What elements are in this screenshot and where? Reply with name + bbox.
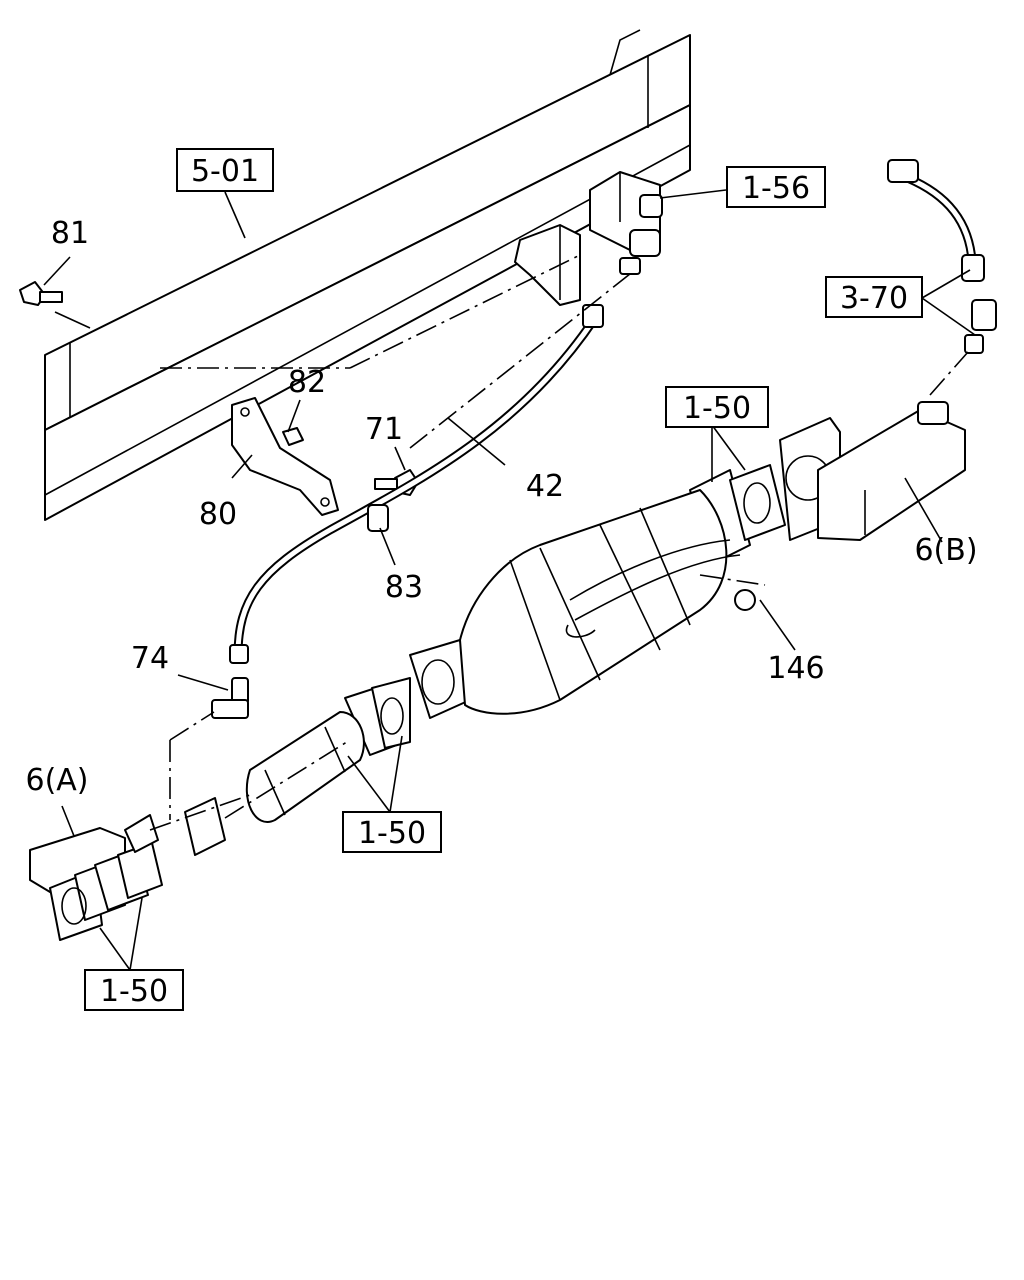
bolt-81 xyxy=(19,281,63,306)
mid-pipe xyxy=(184,677,411,856)
callout-5-01[interactable]: 5-01 xyxy=(176,148,274,192)
muffler-assembly xyxy=(409,489,756,719)
callout-1-56-text: 1-56 xyxy=(742,171,810,206)
label-83: 83 xyxy=(385,570,423,605)
callout-1-50-mid-text: 1-50 xyxy=(358,816,426,851)
leader-lines xyxy=(43,189,976,971)
callout-1-50-top-text: 1-50 xyxy=(683,391,751,426)
label-71: 71 xyxy=(365,412,403,447)
callout-1-50-top[interactable]: 1-50 xyxy=(665,386,769,428)
label-81: 81 xyxy=(51,216,89,251)
component-6a xyxy=(29,814,163,941)
valve-bracket xyxy=(514,171,663,306)
fitting-3-70 xyxy=(887,159,997,354)
hose-42 xyxy=(229,304,604,664)
callout-1-56[interactable]: 1-56 xyxy=(726,166,826,208)
label-74: 74 xyxy=(131,641,169,676)
callout-3-70[interactable]: 3-70 xyxy=(825,276,923,318)
frame-rail xyxy=(44,29,691,521)
hose-bracket-80 xyxy=(231,397,339,516)
component-6b xyxy=(779,401,966,541)
callout-1-50-mid[interactable]: 1-50 xyxy=(342,811,442,853)
label-82: 82 xyxy=(288,365,326,400)
label-6a: 6(A) xyxy=(25,763,88,798)
callout-3-70-text: 3-70 xyxy=(840,281,908,316)
callout-5-01-text: 5-01 xyxy=(191,154,259,189)
callout-1-50-bottom-text: 1-50 xyxy=(100,974,168,1009)
label-42: 42 xyxy=(526,469,564,504)
label-80: 80 xyxy=(199,497,237,532)
fitting-74 xyxy=(211,677,249,719)
callout-1-50-bottom[interactable]: 1-50 xyxy=(84,969,184,1011)
label-6b: 6(B) xyxy=(914,533,977,568)
label-146: 146 xyxy=(767,651,824,686)
